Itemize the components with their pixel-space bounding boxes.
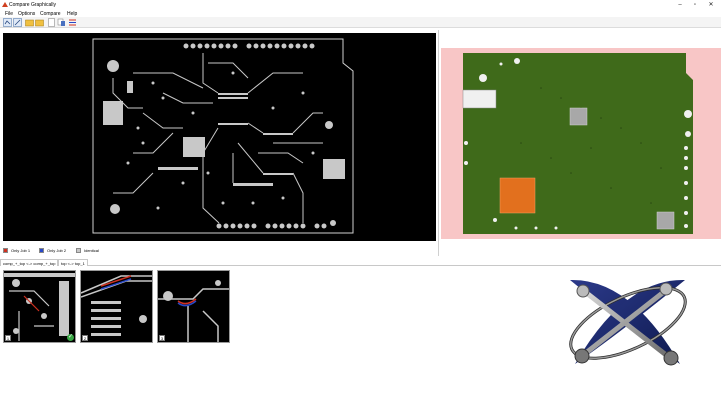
legend-label: Only Job 1 bbox=[11, 247, 31, 253]
legend-label: Only Job 2 bbox=[47, 247, 67, 253]
thumbnail-2[interactable]: 2 bbox=[80, 270, 153, 343]
thumbnail-number: 1 bbox=[5, 335, 11, 341]
checkmark-icon: ✓ bbox=[67, 334, 74, 341]
thumbnail-drawing bbox=[4, 273, 75, 341]
right-board-pane bbox=[441, 30, 721, 256]
folder-icon[interactable] bbox=[35, 18, 44, 27]
pcb-difference-drawing bbox=[92, 38, 354, 234]
tab-comp-top[interactable]: comp_+_top <-> comp_+_top bbox=[0, 259, 59, 266]
menu-file[interactable]: File bbox=[5, 11, 14, 17]
thumbnail-1[interactable]: 1 ✓ bbox=[3, 270, 76, 343]
legend-identical: Identical bbox=[76, 246, 99, 254]
legend: Only Job 1 Only Job 2 Identical bbox=[3, 246, 303, 254]
window-title: Compare Graphically bbox=[9, 2, 56, 8]
left-compare-pane: Only Job 1 Only Job 2 Identical bbox=[0, 30, 439, 256]
zoom-window-icon[interactable] bbox=[13, 18, 22, 27]
legend-only-job-1: Only Job 1 bbox=[3, 246, 30, 254]
menu-bar: File Options Compare Help bbox=[0, 10, 721, 17]
menu-help[interactable]: Help bbox=[67, 11, 78, 17]
folder-open-icon[interactable] bbox=[25, 18, 34, 27]
app-logo bbox=[569, 279, 687, 366]
legend-only-job-2: Only Job 2 bbox=[39, 246, 66, 254]
tab-top[interactable]: top <-> top_1 bbox=[58, 259, 88, 266]
toolbar bbox=[0, 17, 721, 28]
app-icon bbox=[2, 2, 8, 8]
menu-options[interactable]: Options bbox=[18, 11, 36, 17]
swatch-only-job-2 bbox=[39, 247, 44, 253]
minimize-button[interactable]: – bbox=[678, 2, 682, 8]
pcb-difference-view[interactable] bbox=[3, 33, 436, 241]
board-color-view[interactable] bbox=[441, 48, 721, 239]
thumbnail-number: 3 bbox=[159, 335, 165, 341]
title-bar: Compare Graphically – ▫ ✕ bbox=[0, 0, 721, 10]
close-button[interactable]: ✕ bbox=[708, 2, 714, 8]
difference-thumbnails: 1 ✓ 2 3 bbox=[0, 268, 240, 344]
swatch-identical bbox=[76, 247, 81, 253]
export-icon[interactable] bbox=[57, 18, 66, 27]
board-color-drawing bbox=[462, 53, 693, 234]
thumbnail-drawing bbox=[81, 275, 152, 336]
thumbnail-3[interactable]: 3 bbox=[157, 270, 230, 343]
layers-icon[interactable] bbox=[68, 18, 77, 27]
thumbnail-number: 2 bbox=[82, 335, 88, 341]
zoom-fit-icon[interactable] bbox=[3, 18, 12, 27]
menu-compare[interactable]: Compare bbox=[40, 11, 61, 17]
thumbnail-drawing bbox=[158, 280, 229, 342]
legend-label: Identical bbox=[84, 247, 99, 253]
maximize-button[interactable]: ▫ bbox=[693, 2, 697, 8]
document-icon[interactable] bbox=[47, 18, 56, 27]
job-tabs: comp_+_top <-> comp_+_top top <-> top_1 bbox=[0, 258, 721, 266]
swatch-only-job-1 bbox=[3, 247, 8, 253]
